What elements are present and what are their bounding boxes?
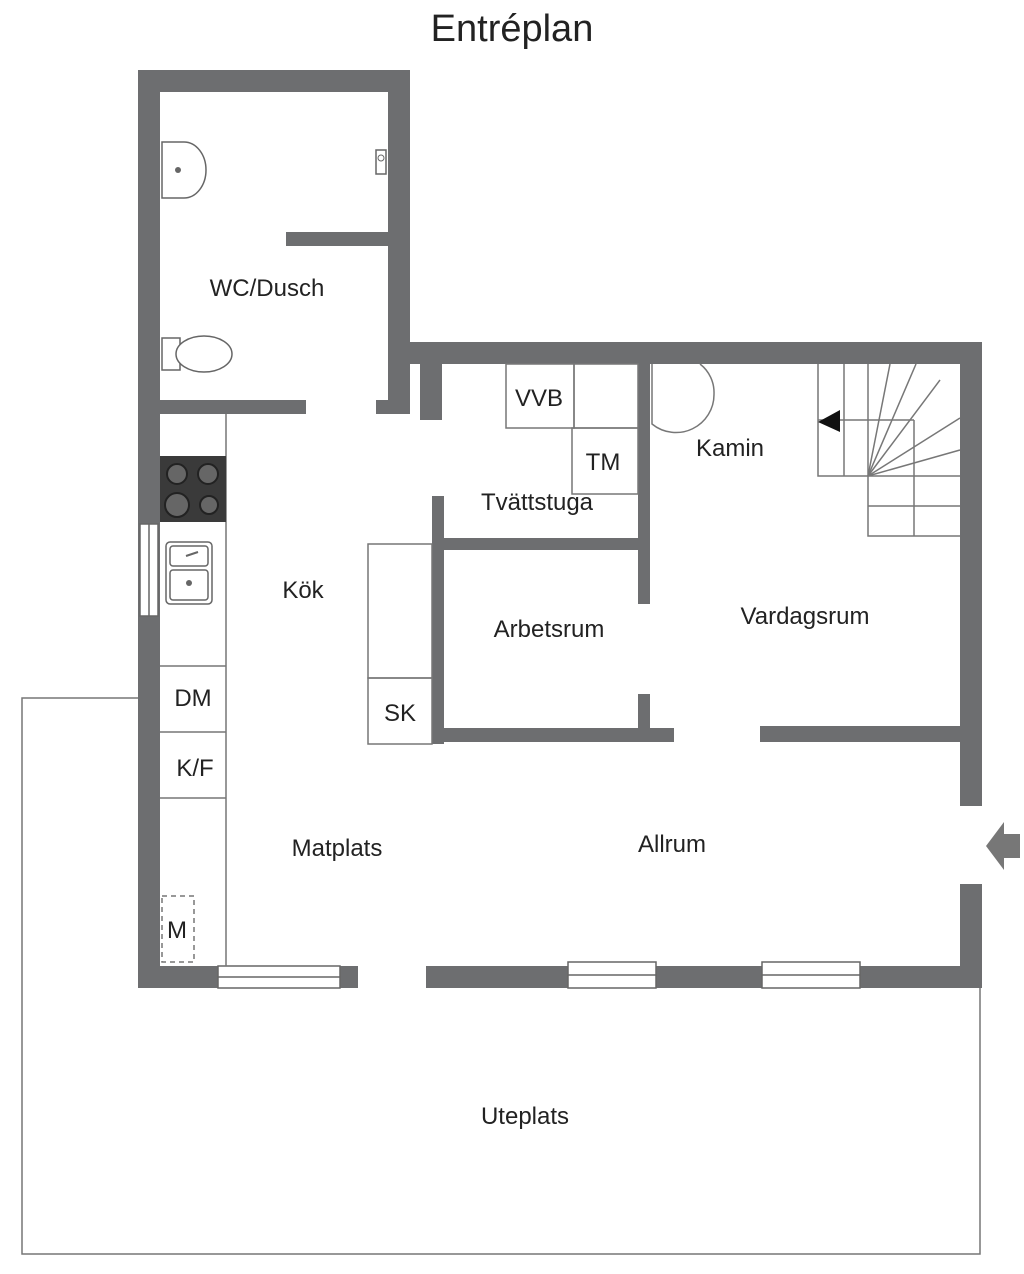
toilet-icon xyxy=(161,335,233,373)
label-sk: SK xyxy=(384,700,416,727)
label-tm: TM xyxy=(586,449,621,476)
terrace-outline xyxy=(21,697,981,1255)
shower-icon xyxy=(375,149,387,175)
microwave-outline xyxy=(161,895,195,963)
washbasin-icon xyxy=(161,141,207,199)
room-label-matplats: Matplats xyxy=(292,835,383,862)
area-label-uteplats: Uteplats xyxy=(481,1103,569,1130)
entrance-arrow-icon xyxy=(986,822,1020,870)
label-m: M xyxy=(167,917,187,944)
staircase xyxy=(817,363,961,537)
room-label-allrum: Allrum xyxy=(638,831,706,858)
laundry-units xyxy=(505,363,639,495)
exterior-walls xyxy=(138,70,982,988)
fireplace-icon xyxy=(651,363,715,434)
room-label-kok: Kök xyxy=(282,577,324,604)
stove-icon xyxy=(160,456,226,522)
interior-walls xyxy=(160,232,962,744)
sink-icon xyxy=(165,541,213,605)
room-label-vardagsrum: Vardagsrum xyxy=(741,603,870,630)
stair-direction-icon xyxy=(818,410,840,432)
windows xyxy=(139,523,861,989)
room-label-wc-dusch: WC/Dusch xyxy=(210,275,325,302)
label-kf: K/F xyxy=(176,755,213,782)
label-vvb: VVB xyxy=(515,385,563,412)
label-kamin: Kamin xyxy=(696,435,764,462)
storage-cabinets xyxy=(367,543,433,745)
plan-title: Entréplan xyxy=(430,8,594,50)
room-label-arbetsrum: Arbetsrum xyxy=(494,616,605,643)
room-label-tvattstuga: Tvättstuga xyxy=(481,489,594,516)
label-dm: DM xyxy=(174,685,211,712)
